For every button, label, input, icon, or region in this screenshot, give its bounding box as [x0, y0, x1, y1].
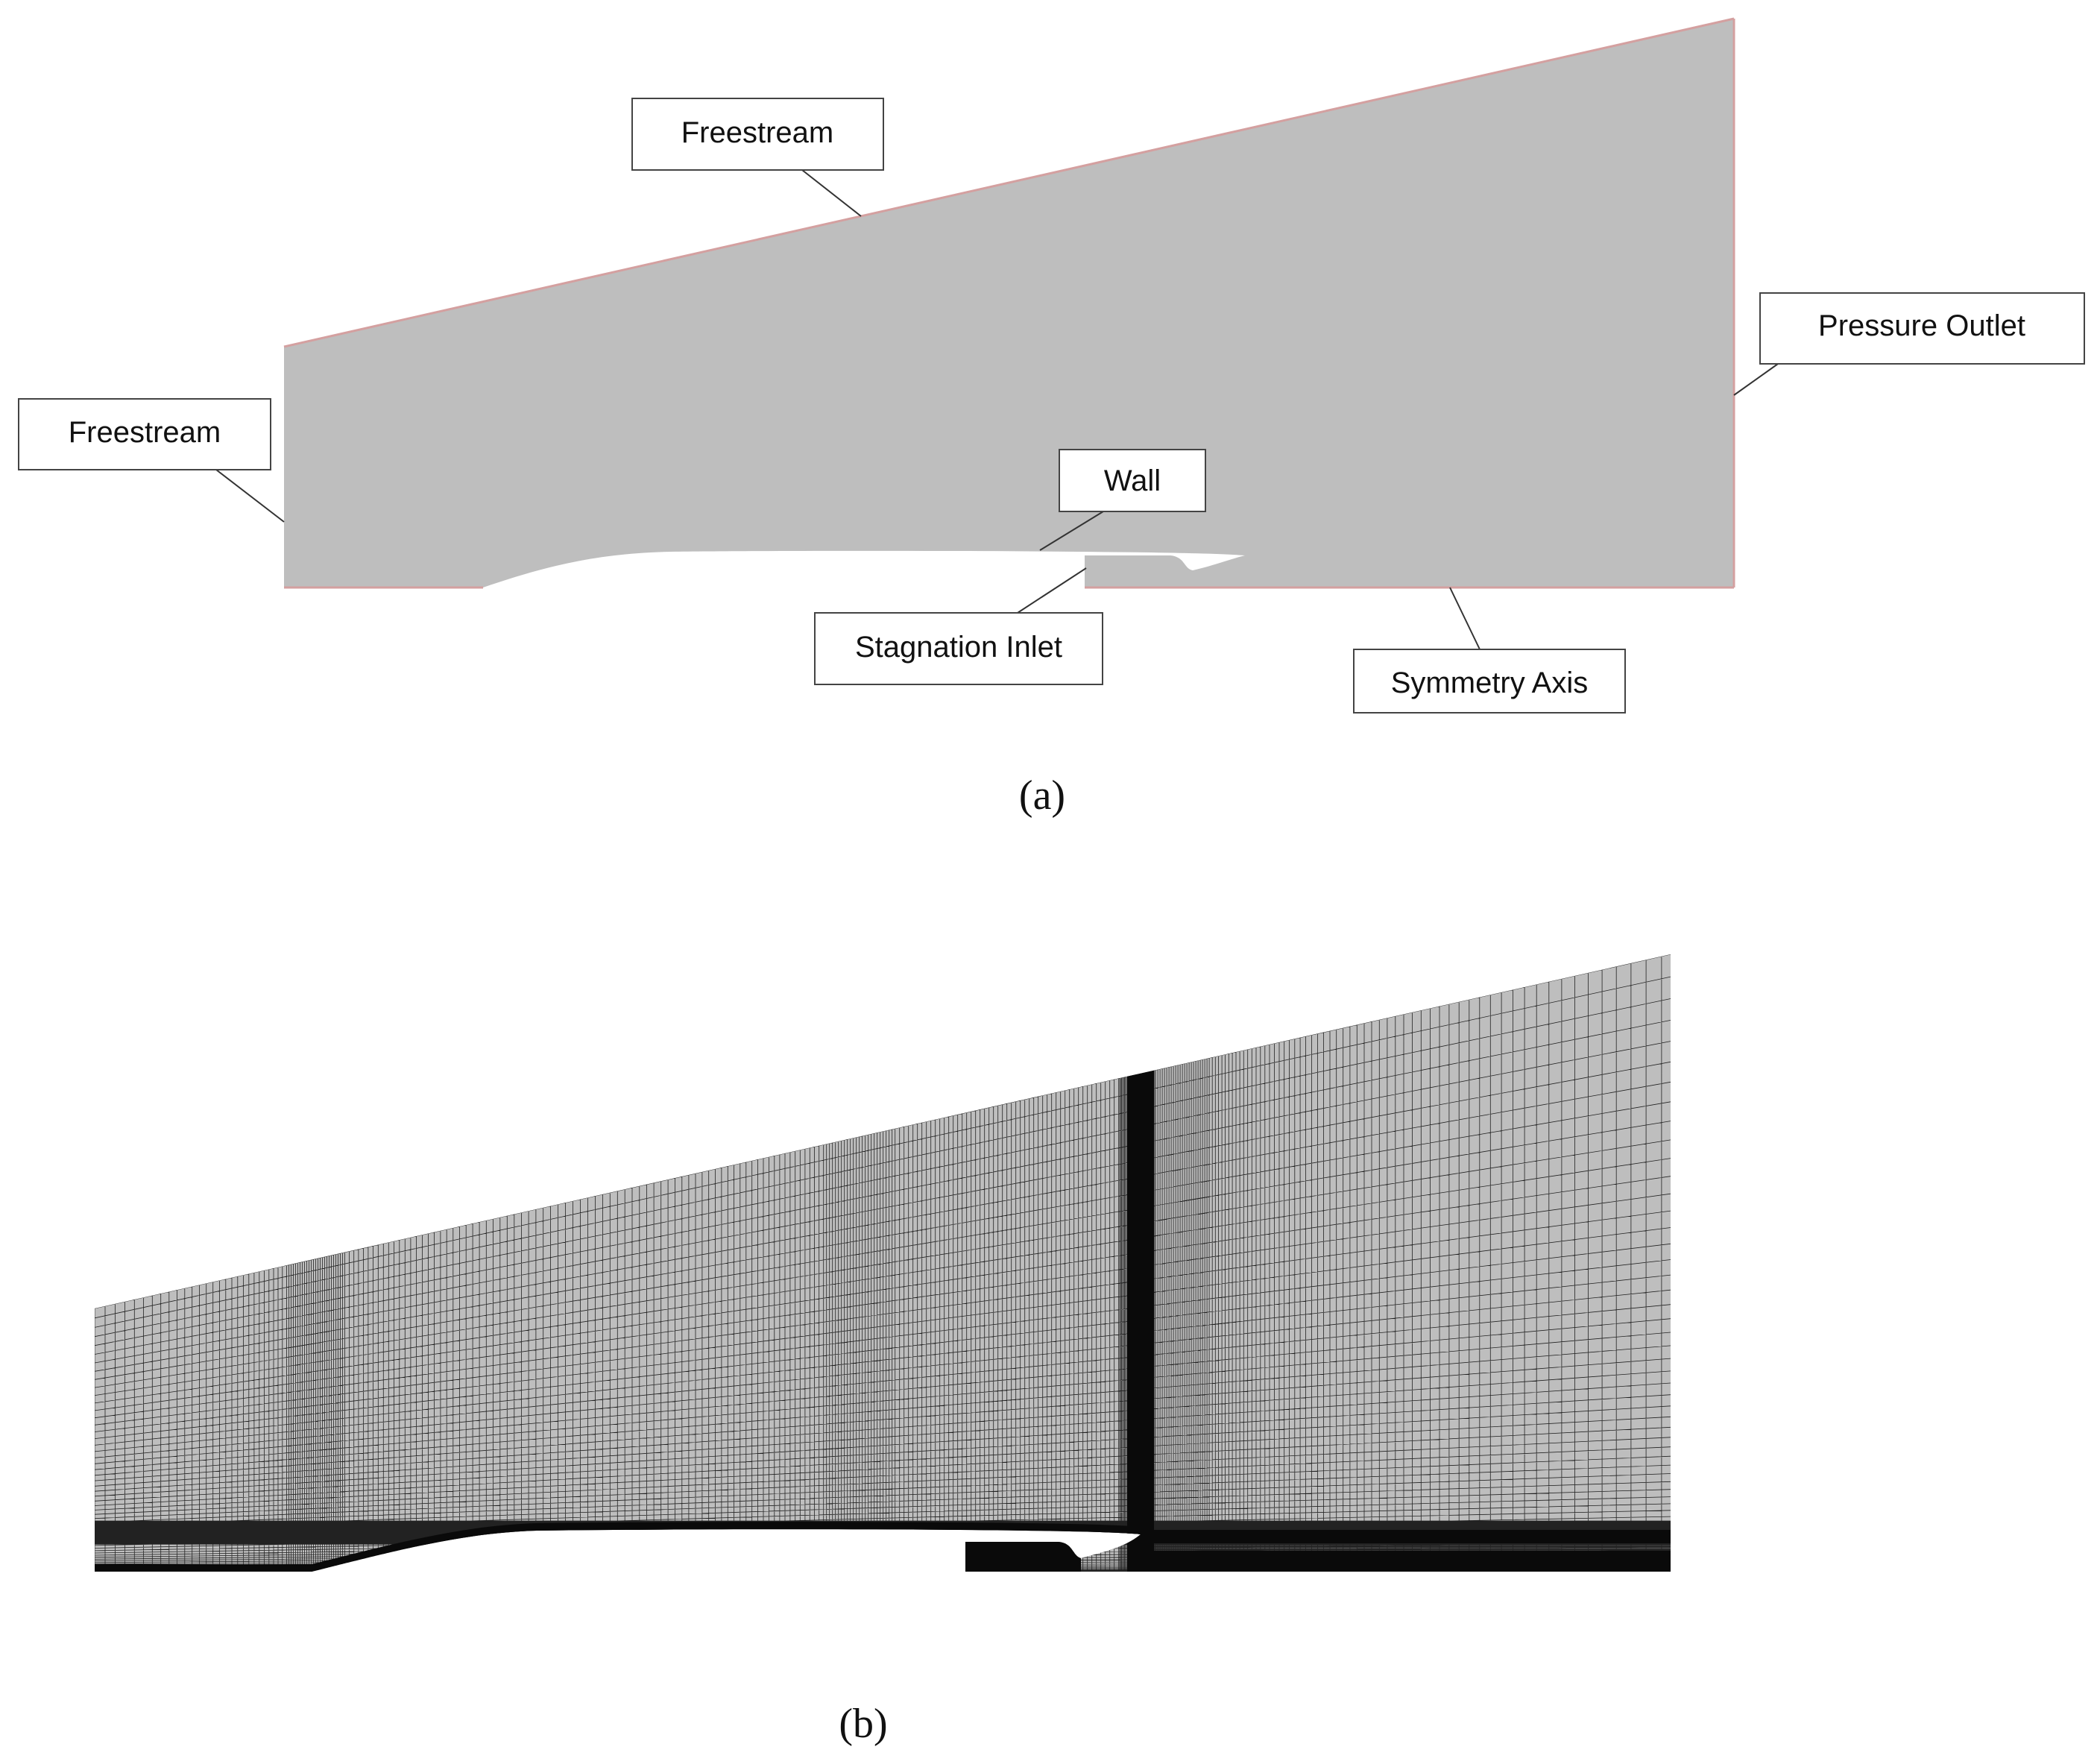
label-pressure-outlet-text: Pressure Outlet: [1818, 309, 2025, 342]
leader-pressure-outlet: [1733, 363, 1779, 396]
domain-a: [284, 19, 1734, 588]
shear-layer-band: [1141, 1530, 1671, 1543]
leader-stagnation-inlet: [1017, 567, 1087, 614]
label-stagnation-inlet-text: Stagnation Inlet: [855, 631, 1062, 664]
panel-b: (b): [95, 954, 1671, 1747]
label-symmetry-axis: Symmetry Axis: [1353, 649, 1626, 714]
axis-band: [1141, 1551, 1671, 1572]
label-pressure-outlet: Pressure Outlet: [1759, 292, 2085, 365]
label-freestream-left: Freestream: [18, 398, 271, 470]
inlet-band: [965, 1542, 1081, 1572]
label-symmetry-axis-text: Symmetry Axis: [1391, 667, 1588, 699]
domain-b: [95, 954, 1671, 1572]
leader-freestream-left: [215, 469, 285, 523]
label-freestream-top: Freestream: [631, 98, 884, 171]
label-wall-text: Wall: [1104, 464, 1161, 497]
panel-a: Freestream Freestream Pressure Outlet Wa…: [18, 17, 2085, 819]
leader-wall: [1039, 511, 1104, 551]
dense-vertical-band: [1127, 1068, 1154, 1572]
caption-b: (b): [839, 1701, 887, 1747]
leader-symmetry-axis: [1449, 587, 1480, 650]
caption-a: (a): [1019, 772, 1065, 819]
label-stagnation-inlet: Stagnation Inlet: [814, 612, 1103, 685]
label-freestream-left-text: Freestream: [69, 416, 221, 449]
leader-freestream-top: [801, 169, 862, 217]
label-wall: Wall: [1059, 449, 1206, 512]
freestream-top-edge: [283, 17, 1735, 348]
label-freestream-top-text: Freestream: [681, 116, 834, 149]
